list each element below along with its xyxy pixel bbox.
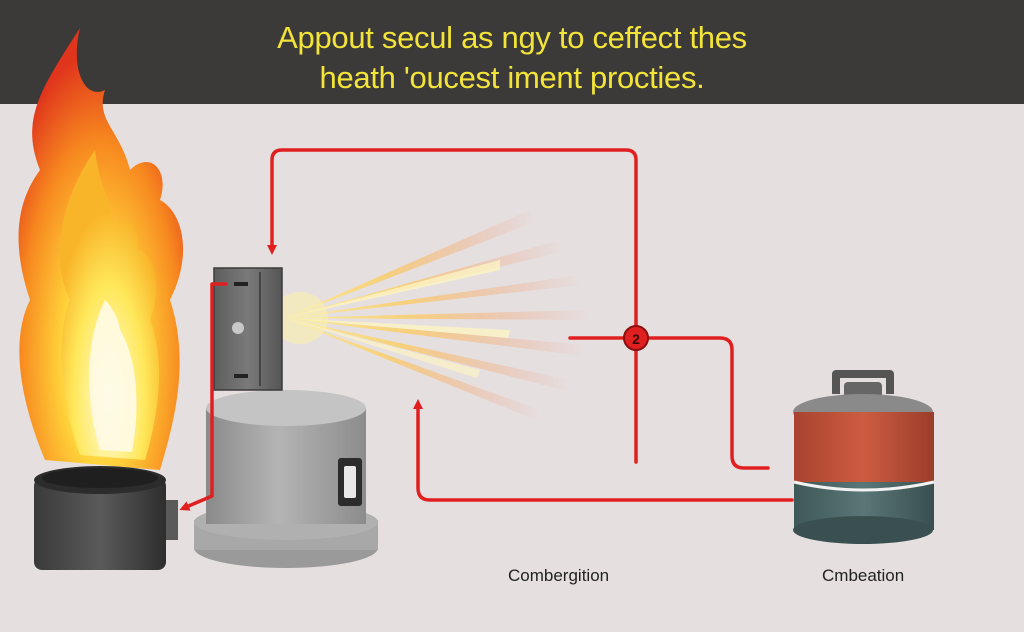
page-title: Appout secul as ngy to ceffect thes heat… — [0, 18, 1024, 98]
junction-marker: 2 — [623, 325, 649, 351]
title-banner — [0, 0, 1024, 104]
caption-combergition: Combergition — [508, 566, 610, 585]
flow-line-top — [267, 148, 638, 464]
caption-cmbeation: Cmbeation — [822, 566, 905, 585]
heat-sensor-icon — [213, 267, 283, 391]
flame-icon — [18, 28, 184, 470]
flow-line-bottom — [413, 399, 794, 502]
flow-lines — [179, 148, 794, 511]
flow-line-left — [179, 282, 228, 511]
junction-label: 2 — [632, 331, 640, 347]
flow-line-right — [568, 336, 770, 470]
boiler-icon — [194, 390, 378, 568]
gas-tank-icon — [793, 370, 935, 544]
title-line-2: heath 'oucest iment procties. — [319, 60, 705, 95]
heat-rays-icon — [272, 210, 590, 420]
burner-icon — [34, 466, 178, 570]
title-line-1: Appout secul as ngy to ceffect thes — [277, 20, 747, 55]
